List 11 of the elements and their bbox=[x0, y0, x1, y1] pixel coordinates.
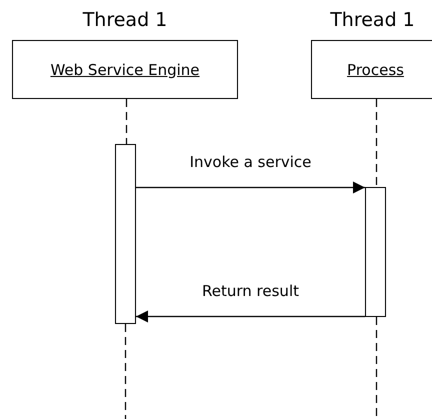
lifeline bbox=[124, 324, 126, 419]
object-box: Web Service Engine bbox=[12, 40, 238, 99]
message-label: Return result bbox=[200, 282, 301, 300]
message-arrow bbox=[136, 182, 365, 194]
lifeline bbox=[126, 99, 128, 144]
message-arrow bbox=[136, 310, 365, 322]
lifeline bbox=[376, 99, 378, 187]
thread-label: Thread 1 bbox=[82, 8, 168, 32]
lifeline bbox=[376, 317, 378, 419]
object-box: Process bbox=[311, 40, 432, 99]
thread-label: Thread 1 bbox=[329, 8, 416, 32]
